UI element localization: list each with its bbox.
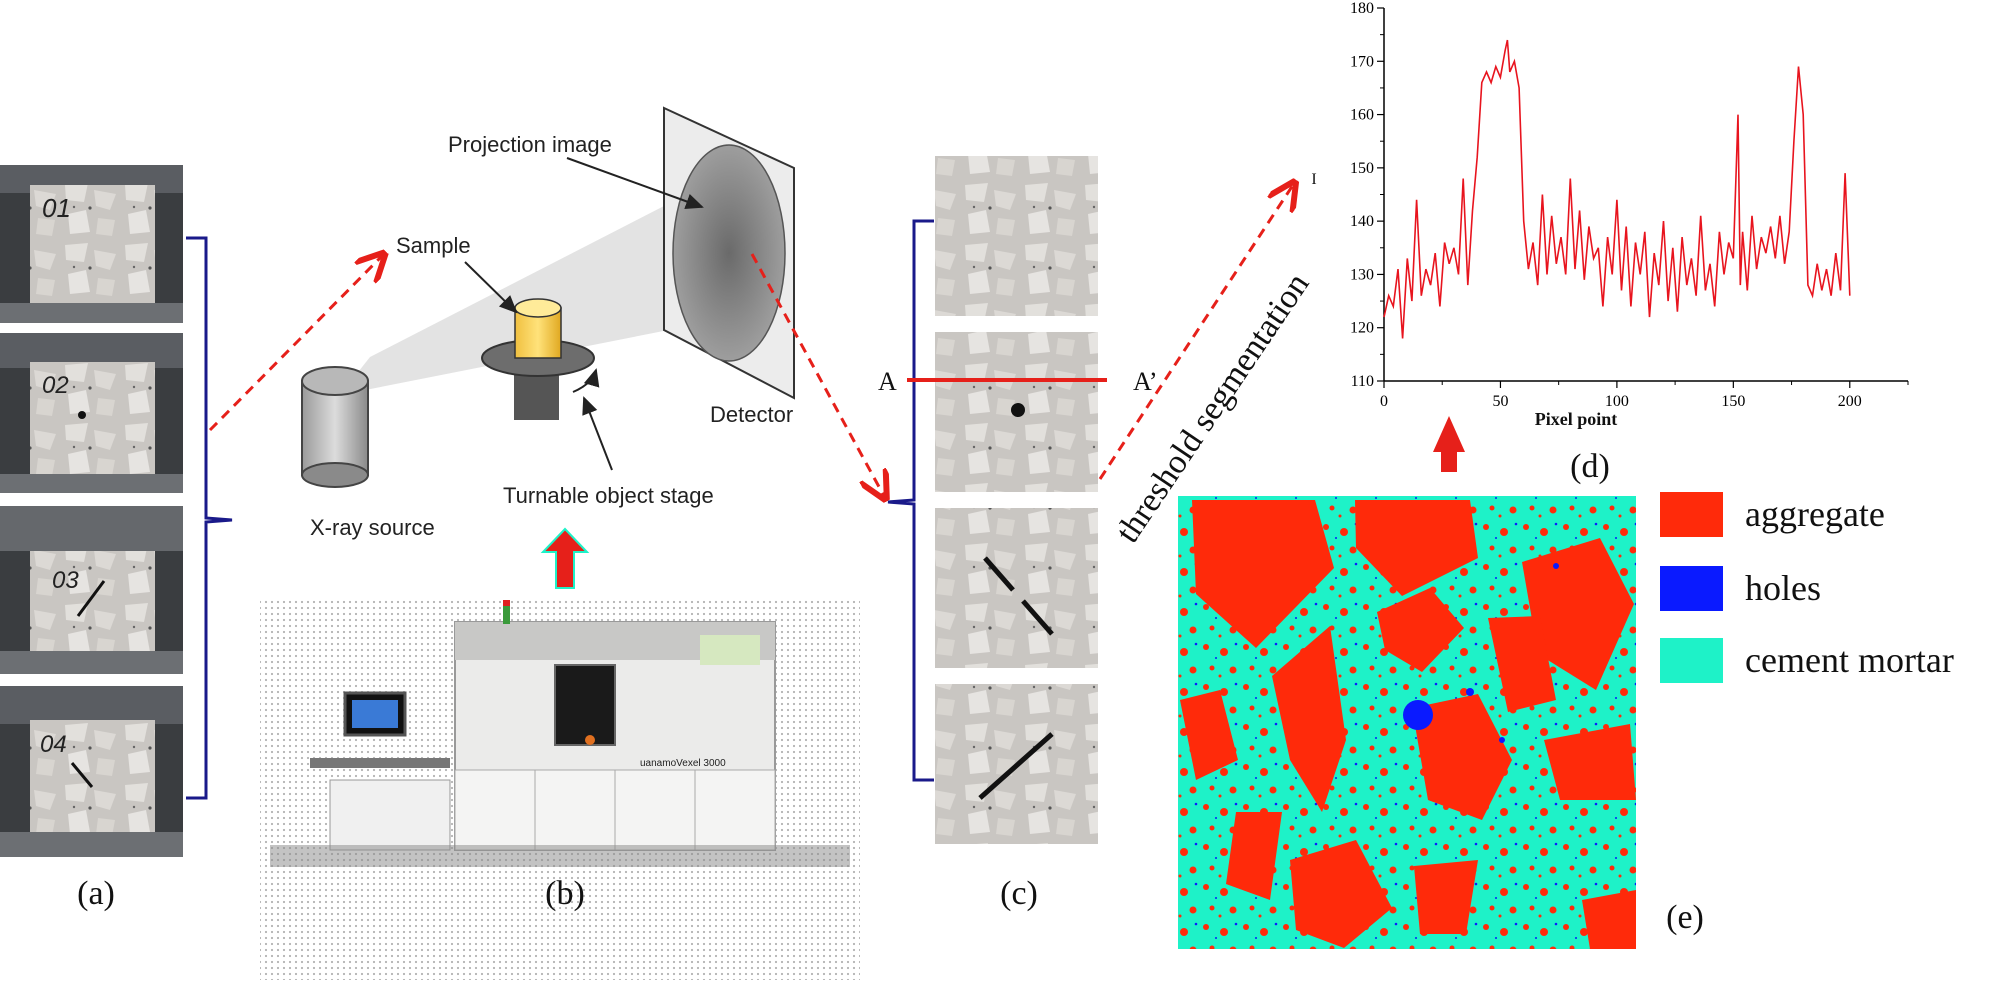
panel-label-a: (a) xyxy=(77,875,115,912)
section-end-label: A’ xyxy=(1133,367,1158,396)
legend-label-cement-mortar: cement mortar xyxy=(1745,640,1954,680)
panel-label-b: (b) xyxy=(545,875,585,912)
xray-source-cylinder xyxy=(301,366,369,488)
sample-photo-2: 02 xyxy=(0,333,183,493)
brace-a xyxy=(186,236,233,800)
panel-b: Projection image Detector X-ray source S… xyxy=(260,106,860,980)
y-tick-label: 170 xyxy=(1350,53,1374,70)
x-tick-label: 200 xyxy=(1838,393,1862,410)
x-tick-label: 150 xyxy=(1721,393,1745,410)
x-axis-label: Pixel point xyxy=(1535,409,1618,429)
xray-source-label: X-ray source xyxy=(310,515,435,540)
intensity-profile-chart: 110 120 130 140 150 160 170 180 0 50 100 150 200 Pix… xyxy=(1311,0,1909,429)
ct-slice-1 xyxy=(935,156,1098,316)
up-arrow-b xyxy=(540,527,590,589)
y-tick-label: 140 xyxy=(1350,213,1374,230)
section-start-label: A xyxy=(878,367,897,396)
y-tick-label: 130 xyxy=(1350,266,1374,283)
sample-label-3: 03 xyxy=(52,567,79,594)
arrow-b-to-c xyxy=(750,253,884,496)
chart-axes: 110 120 130 140 150 160 170 180 0 50 100 150 200 xyxy=(1350,0,1909,410)
sample-label: Sample xyxy=(396,233,471,258)
y-tick-label: 120 xyxy=(1350,320,1374,337)
panel-a: 01 02 03 04 (a) xyxy=(0,165,233,912)
legend-label-holes: holes xyxy=(1745,568,1821,608)
legend-swatch-aggregate xyxy=(1660,492,1723,537)
legend-swatch-cement-mortar xyxy=(1660,638,1723,683)
brace-c xyxy=(887,219,934,782)
stage-label: Turnable object stage xyxy=(503,483,714,508)
series-line-intensity xyxy=(1383,39,1851,339)
y-axis-label: I xyxy=(1311,171,1316,188)
down-arrow-d xyxy=(1433,416,1465,472)
ct-slice-3 xyxy=(935,508,1098,668)
detector-label: Detector xyxy=(710,402,793,427)
segmentation-map xyxy=(1178,496,1636,949)
arrow-c-to-d xyxy=(1098,185,1293,480)
sample-label-2: 02 xyxy=(42,372,69,399)
y-tick-label: 110 xyxy=(1351,373,1374,390)
legend-label-aggregate: aggregate xyxy=(1745,494,1885,534)
arrow-a-to-b xyxy=(208,256,382,432)
turnable-stage xyxy=(481,298,600,420)
y-tick-label: 160 xyxy=(1350,107,1374,124)
panel-label-e: (e) xyxy=(1666,899,1704,936)
machine-brand-text: uanamoVexel 3000 xyxy=(640,758,726,769)
panel-label-d: (d) xyxy=(1570,448,1610,485)
sample-photo-3: 03 xyxy=(0,506,183,674)
x-tick-label: 100 xyxy=(1605,393,1629,410)
x-tick-label: 50 xyxy=(1492,393,1508,410)
sample-label-4: 04 xyxy=(40,731,67,758)
sample-label-1: 01 xyxy=(42,193,71,223)
legend: aggregate holes cement mortar xyxy=(1660,492,1954,683)
y-tick-label: 150 xyxy=(1350,160,1374,177)
panel-c: A A’ (c) xyxy=(878,156,1158,912)
y-tick-label: 180 xyxy=(1350,0,1374,17)
projection-image-shape xyxy=(672,144,786,362)
ct-machine-photo: uanamoVexel 3000 xyxy=(260,600,860,980)
sample-photo-4: 04 xyxy=(0,686,183,857)
sample-photo-1: 01 xyxy=(0,165,183,323)
projection-image-label: Projection image xyxy=(448,132,612,157)
x-tick-label: 0 xyxy=(1380,393,1388,410)
panel-label-c: (c) xyxy=(1000,875,1038,912)
legend-swatch-holes xyxy=(1660,566,1723,611)
